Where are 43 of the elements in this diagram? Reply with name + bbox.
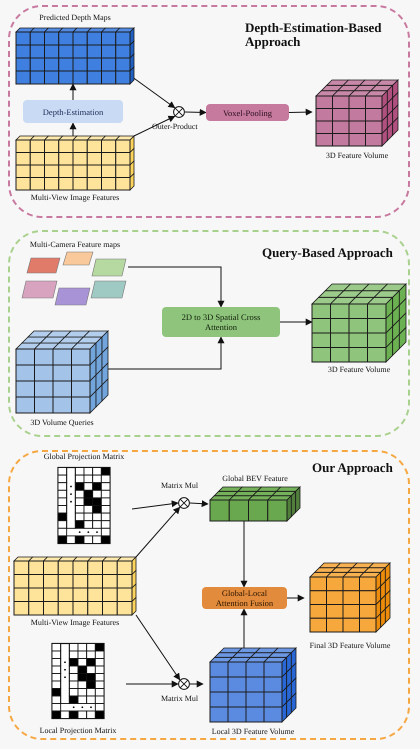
arrow [136, 506, 180, 558]
operator-label: Matrix Mul [161, 694, 198, 704]
arrow [190, 500, 209, 508]
process-box: Global-Local Attention Fusion [202, 587, 287, 609]
process-box: 2D to 3D Spatial Cross Attention [162, 307, 280, 337]
node-label: Multi-Camera Feature maps [28, 240, 122, 250]
panel-title: Depth-Estimation-Based Approach [245, 21, 383, 49]
operator-label: Outer-Product [152, 122, 198, 132]
node-label: Local 3D Feature Volume [210, 727, 296, 737]
arrow [132, 500, 179, 510]
panel-title: Our Approach [312, 461, 394, 475]
arrow [70, 83, 76, 100]
operator-label: Matrix Mul [161, 481, 198, 491]
process-box: Voxel-Pooling [206, 104, 289, 121]
node-label: 3D Feature Volume [326, 365, 392, 375]
arrow [134, 78, 176, 108]
arrow [126, 680, 179, 688]
node-label: Multi-View Image Features [30, 193, 120, 203]
arrow [288, 108, 313, 116]
arrow [108, 336, 224, 370]
approach-panel [8, 450, 410, 740]
arrow [280, 318, 313, 326]
arrow [240, 608, 248, 648]
node-label: Local Projection Matrix [38, 726, 118, 736]
node-label: Predicted Depth Maps [38, 13, 112, 23]
process-box: Depth-Estimation [23, 100, 123, 123]
panel-title: Query-Based Approach [262, 246, 394, 260]
arrow [136, 614, 180, 680]
node-label: Final 3D Feature Volume [308, 641, 392, 651]
node-label: Global Projection Matrix [42, 452, 126, 462]
arrow [286, 594, 305, 602]
approach-panel [8, 5, 410, 218]
arrow [240, 520, 248, 588]
node-label: Global BEV Feature [221, 474, 289, 484]
node-label: 3D Volume Queries [29, 418, 95, 428]
arrow [70, 122, 76, 136]
node-label: Multi-View Image Features [30, 618, 120, 628]
node-label: 3D Feature Volume [324, 151, 390, 161]
arrow [190, 680, 204, 688]
arrow [134, 116, 176, 136]
arrow [184, 108, 207, 116]
approach-panel [8, 230, 410, 437]
arrow [128, 266, 224, 308]
